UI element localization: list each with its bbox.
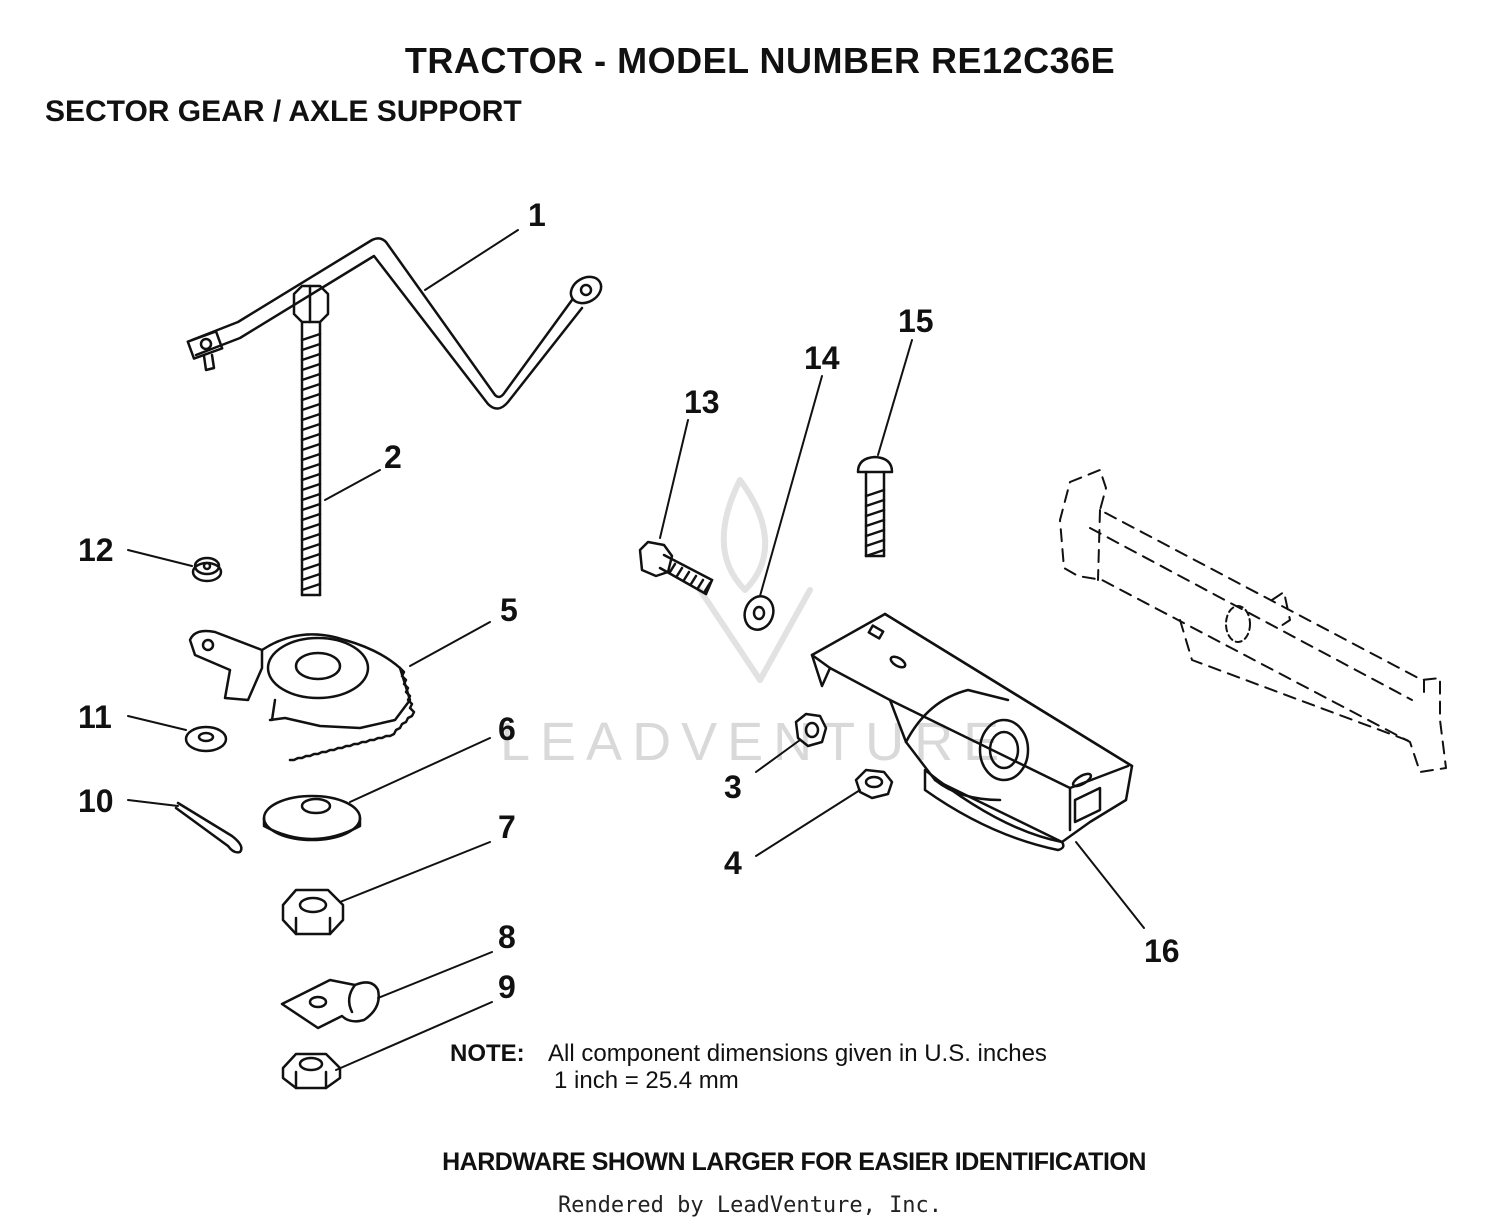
callout-11: 11 <box>78 699 112 735</box>
part-6-thick-washer[interactable] <box>262 794 362 842</box>
part-15-carriage-bolt[interactable] <box>856 455 894 558</box>
part-2-hex-bolt[interactable] <box>292 284 330 597</box>
part-7-hex-nut[interactable] <box>281 888 345 936</box>
callout-4: 4 <box>724 845 742 881</box>
callout-16: 16 <box>1144 933 1180 969</box>
callout-15: 15 <box>898 303 934 339</box>
part-13-bolt[interactable] <box>638 540 714 596</box>
callout-10: 10 <box>78 783 114 819</box>
leader-lines <box>127 229 1145 1071</box>
callout-3: 3 <box>724 769 742 805</box>
callout-1: 1 <box>528 197 546 233</box>
callout-9: 9 <box>498 969 516 1005</box>
callout-2: 2 <box>384 439 402 475</box>
part-1-drag-link[interactable] <box>186 237 606 410</box>
watermark-text: LEADVENTURE <box>500 712 1009 772</box>
watermark-logo <box>697 477 813 683</box>
part-16-axle-support[interactable] <box>810 612 1134 852</box>
callout-5: 5 <box>500 592 518 628</box>
callout-7: 7 <box>498 809 516 845</box>
callout-12: 12 <box>78 532 114 568</box>
part-11-washer[interactable] <box>184 725 228 753</box>
part-4-nut[interactable] <box>854 768 894 800</box>
hardware-notice: HARDWARE SHOWN LARGER FOR EASIER IDENTIF… <box>442 1148 1146 1176</box>
dimension-note: NOTE: All component dimensions given in U… <box>450 1040 1047 1094</box>
part-14-washer[interactable] <box>740 592 778 634</box>
note-line-1: All component dimensions given in U.S. i… <box>548 1040 1047 1067</box>
part-10-cotter-pin[interactable] <box>174 801 243 854</box>
section-subtitle: SECTOR GEAR / AXLE SUPPORT <box>45 95 522 128</box>
part-9-nut[interactable] <box>281 1052 342 1090</box>
callout-8: 8 <box>498 919 516 955</box>
part-12-flange-nut[interactable] <box>191 556 223 583</box>
part-5-sector-gear[interactable] <box>188 629 416 762</box>
rendered-by-credit: Rendered by LeadVenture, Inc. <box>557 1193 943 1218</box>
callout-13: 13 <box>684 384 720 420</box>
callout-14: 14 <box>804 340 840 376</box>
part-8-clamp[interactable] <box>280 978 380 1030</box>
callout-6: 6 <box>498 711 516 747</box>
note-label: NOTE: <box>450 1040 525 1067</box>
note-line-2: 1 inch = 25.4 mm <box>554 1067 739 1094</box>
page-title: TRACTOR - MODEL NUMBER RE12C36E <box>404 40 1116 81</box>
reference-axle-dashed <box>1059 469 1447 773</box>
